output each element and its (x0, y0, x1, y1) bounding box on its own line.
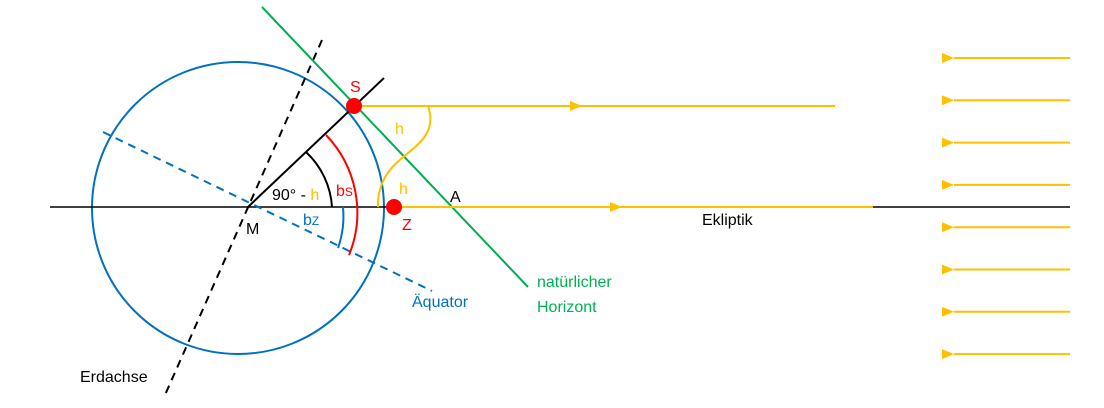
earth-circle (91, 61, 385, 355)
label-erdachse: Erdachse (80, 369, 148, 386)
label-a: A (450, 189, 461, 206)
radius-line-ms (247, 77, 385, 208)
label-h-upper: h (395, 121, 404, 138)
natural-horizon-line (261, 6, 529, 288)
label-ekliptik: Ekliptik (702, 212, 754, 229)
point-z (386, 199, 402, 215)
angle-h-curve (377, 105, 432, 208)
arc-bs (325, 134, 359, 256)
earth-axis (164, 39, 323, 396)
sun-rays (942, 53, 1070, 360)
arc-bz (337, 206, 345, 249)
label-h-lower: h (399, 181, 408, 198)
label-bz: bZ (303, 212, 319, 229)
label-s: S (350, 79, 361, 96)
angle-arc-90-minus-h (305, 151, 333, 208)
label-bs: bS (336, 183, 353, 200)
label-angle: 90° - h (272, 187, 319, 204)
label-z: Z (402, 217, 412, 234)
label-horizon-2: Horizont (537, 299, 597, 316)
label-aequator: Äquator (412, 293, 469, 311)
label-m: M (246, 221, 259, 238)
equator-line (102, 131, 433, 292)
label-horizon-1: natürlicher (537, 274, 612, 291)
point-s (346, 98, 362, 114)
